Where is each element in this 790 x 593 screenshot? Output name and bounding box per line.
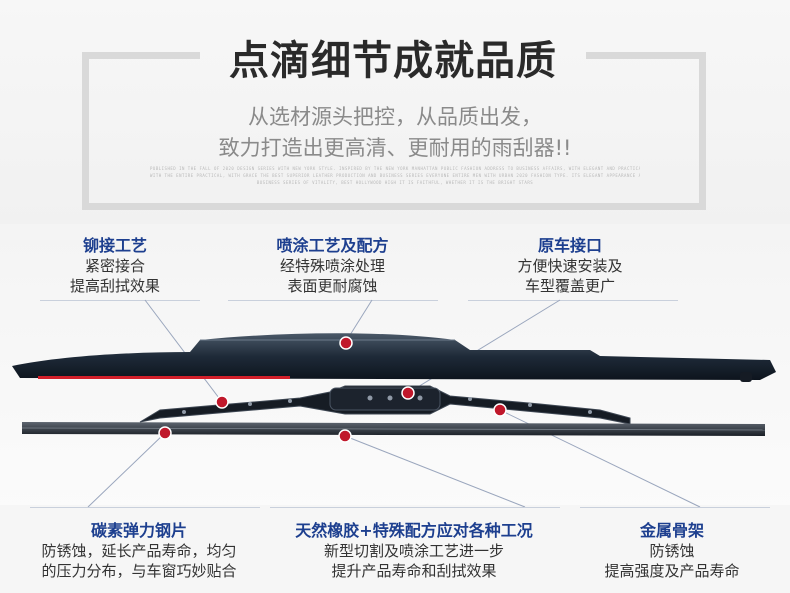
header-frame-top-left <box>82 52 200 59</box>
page-title: 点滴细节成就品质 <box>229 38 557 84</box>
feature-riveting: 铆接工艺 紧密接合 提高刮拭效果 <box>30 232 200 296</box>
divider <box>40 300 200 301</box>
fine-print-line-2: WITH THE ENTIRE PRACTICAL, WITH GRACE TH… <box>150 173 640 178</box>
feature-metal-frame: 金属骨架 防锈蚀 提高强度及产品寿命 <box>572 517 772 581</box>
spoiler-blade <box>12 333 776 380</box>
feature-natural-rubber: 天然橡胶+特殊配方应对各种工况 新型切割及喷涂工艺进一步 提升产品寿命和刮拭效果 <box>262 517 566 581</box>
feature-title: 喷涂工艺及配方 <box>276 236 389 255</box>
subtitle-line-1: 从选材源头把控，从品质出发， <box>248 105 542 129</box>
feature-line: 防锈蚀，延长产品寿命，均匀 <box>41 542 237 560</box>
feature-line: 紧密接合 <box>84 257 145 275</box>
feature-carbon-spring-steel: 碳素弹力钢片 防锈蚀，延长产品寿命，均匀 的压力分布，与车窗巧妙贴合 <box>14 517 264 581</box>
fine-print-line-1: PUBLISHED IN THE FALL OF 2020 DESIGN SER… <box>150 166 640 171</box>
feature-line: 经特殊喷涂处理 <box>279 257 385 275</box>
divider <box>30 507 260 508</box>
feature-line: 车型覆盖更广 <box>524 277 615 295</box>
divider <box>228 300 438 301</box>
red-trim <box>38 376 290 379</box>
feature-title: 原车接口 <box>537 236 602 255</box>
bottom-band <box>0 505 790 593</box>
fine-print-line-3: BUSINESS SERIES OF VITALITY, BEST HOLLYW… <box>256 180 534 185</box>
header-frame <box>82 52 706 210</box>
feature-oem-connector: 原车接口 方便快速安装及 车型覆盖更广 <box>480 232 660 296</box>
feature-line: 提高刮拭效果 <box>69 277 160 295</box>
feature-title: 碳素弹力钢片 <box>90 521 187 540</box>
divider <box>468 300 678 301</box>
feature-spray-coating: 喷涂工艺及配方 经特殊喷涂处理 表面更耐腐蚀 <box>245 232 420 296</box>
feature-line: 提高强度及产品寿命 <box>604 562 740 580</box>
header-banner <box>0 0 790 224</box>
divider <box>270 507 560 508</box>
feature-line: 的压力分布，与车窗巧妙贴合 <box>41 562 237 580</box>
divider <box>580 507 770 508</box>
feature-line: 提升产品寿命和刮拭效果 <box>331 562 497 580</box>
feature-line: 方便快速安装及 <box>517 257 623 275</box>
subtitle-line-2: 致力打造出更高清、更耐用的雨刮器!! <box>218 136 572 160</box>
callout-markers <box>158 336 507 443</box>
feature-title: 金属骨架 <box>639 521 704 540</box>
feature-line: 防锈蚀 <box>649 542 695 560</box>
header-frame-top-right <box>586 52 706 59</box>
feature-line: 新型切割及喷涂工艺进一步 <box>323 542 504 560</box>
feature-line: 表面更耐腐蚀 <box>287 277 378 295</box>
feature-title: 铆接工艺 <box>82 236 147 255</box>
feature-title: 天然橡胶+特殊配方应对各种工况 <box>295 521 533 540</box>
